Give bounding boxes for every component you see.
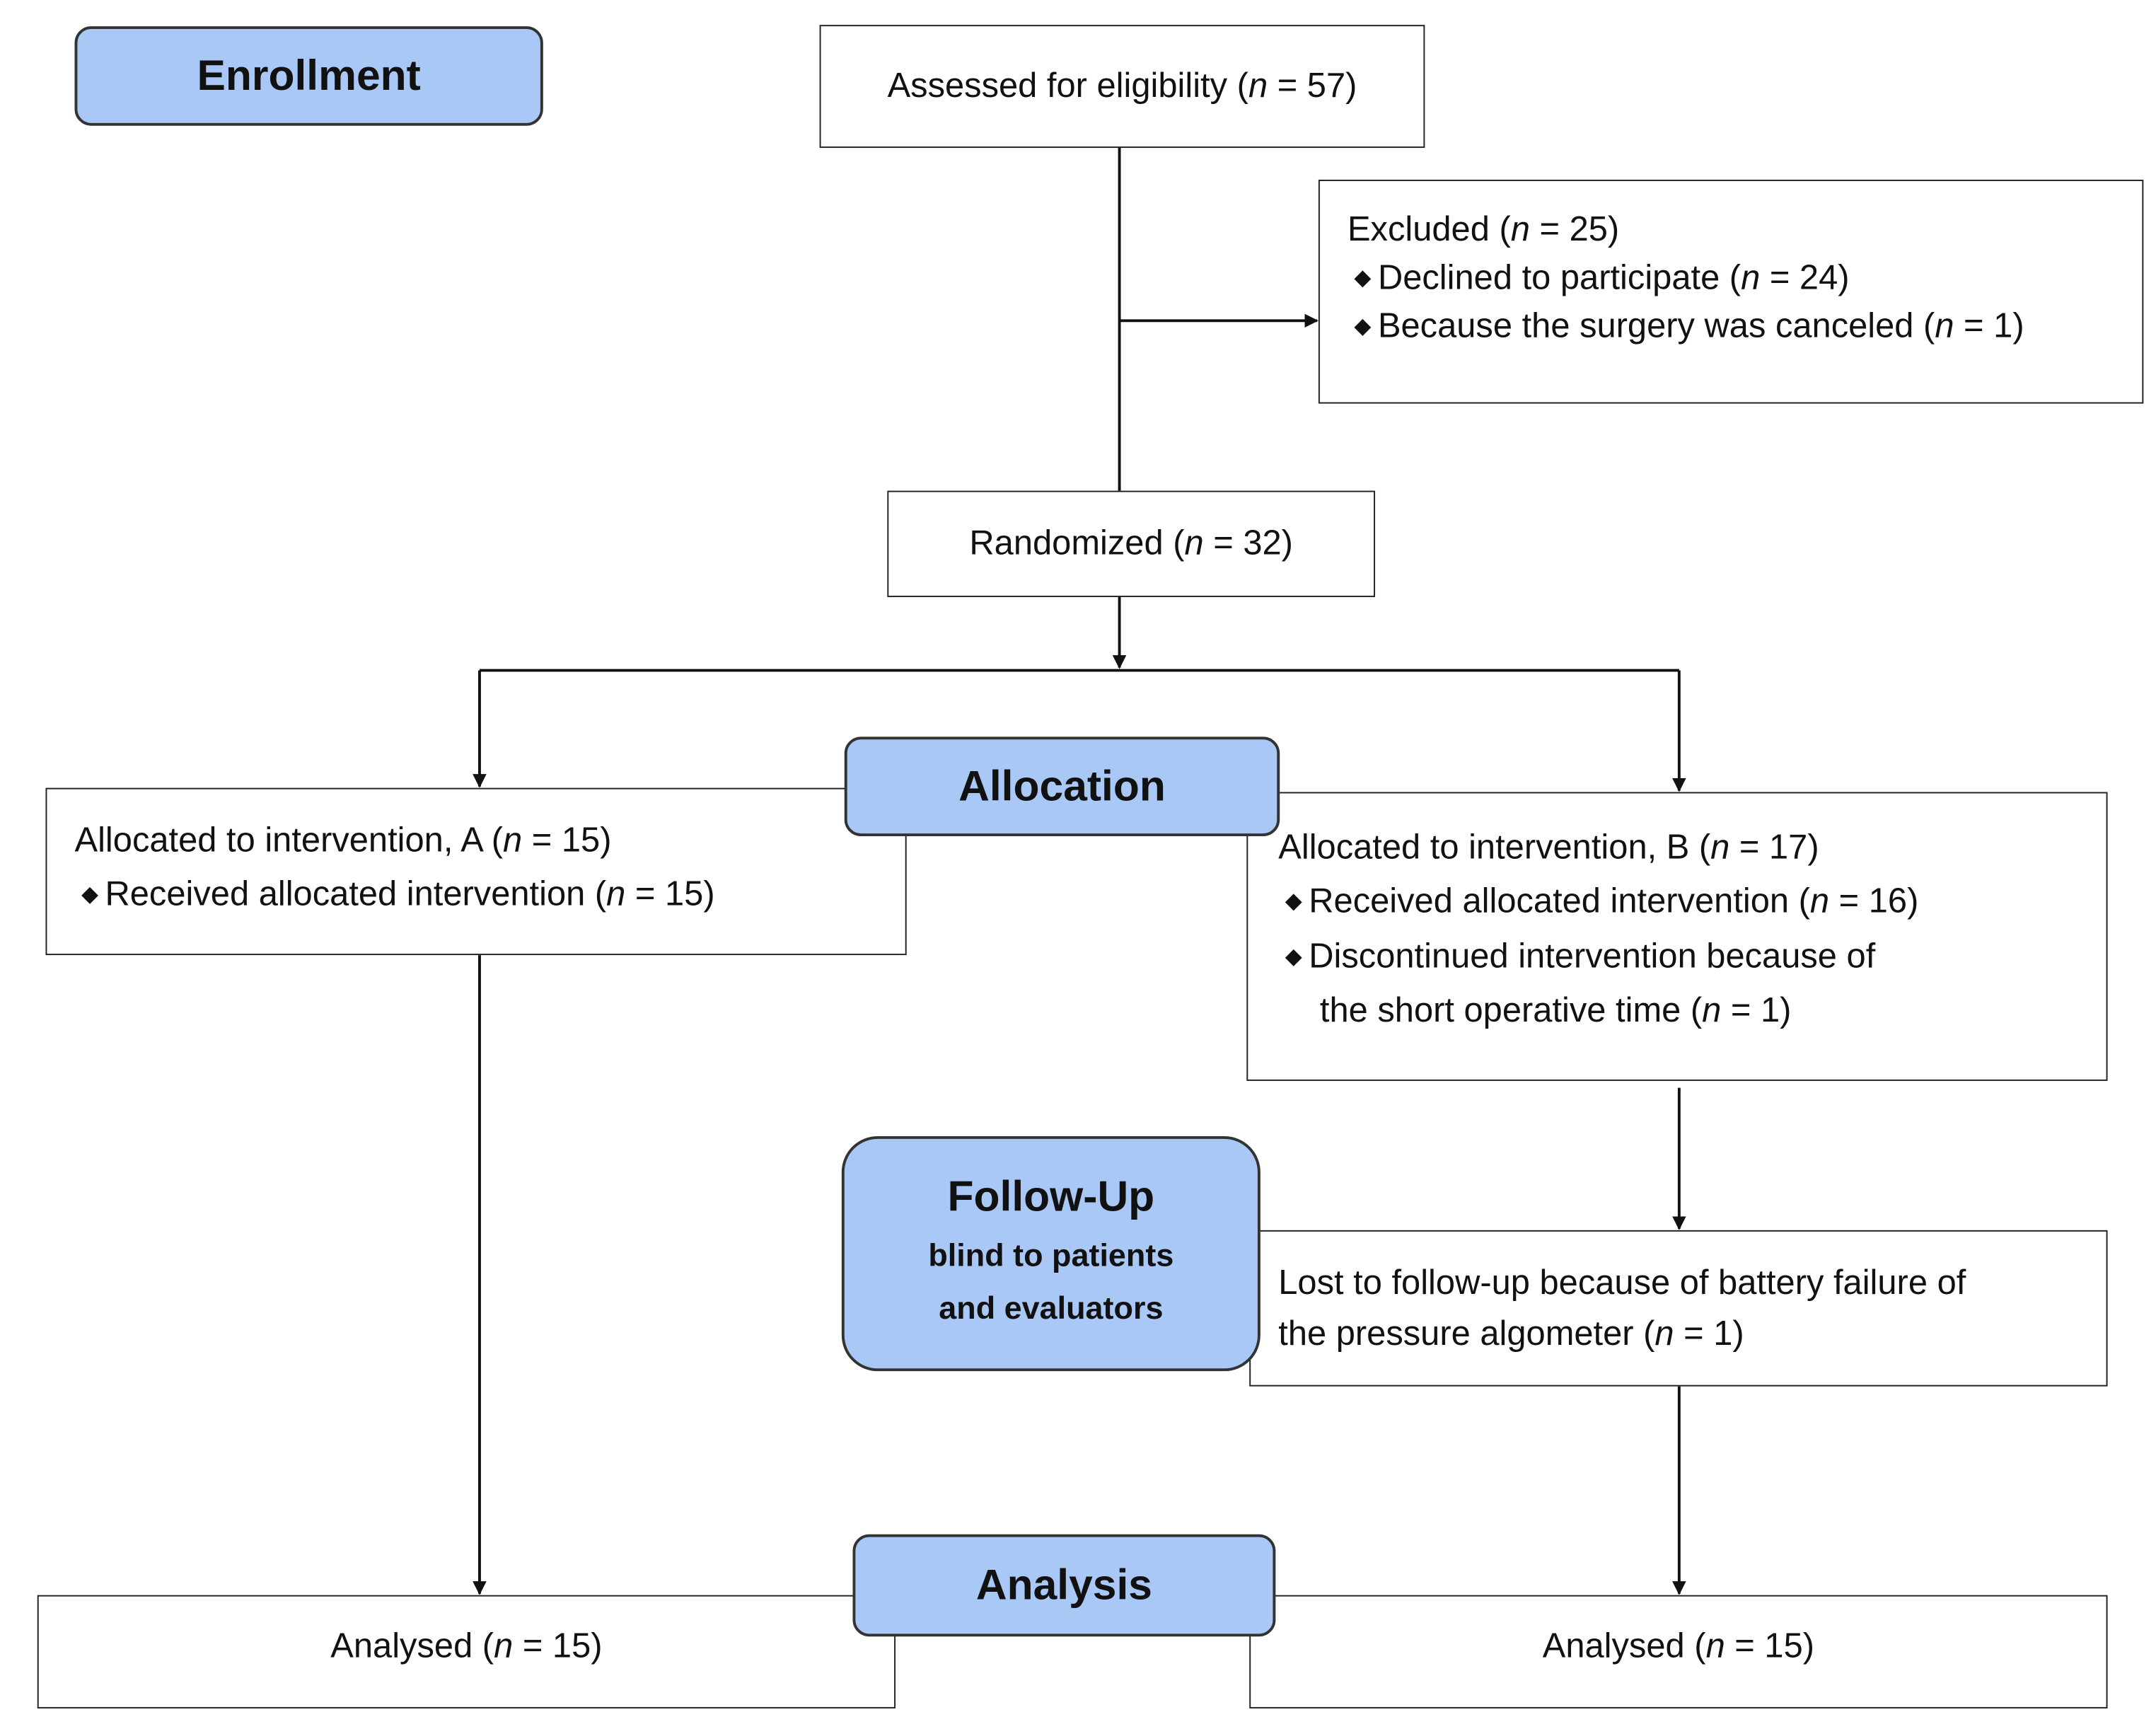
stage-follow-up-sub2: and evaluators <box>939 1289 1164 1326</box>
assessed-text: Assessed for eligibility (n = 57) <box>887 66 1357 105</box>
box-group-a: Allocated to intervention, A (n = 15) ◆R… <box>45 787 907 956</box>
randomized-text: Randomized (n = 32) <box>969 524 1293 562</box>
excluded-item: ◆Because the surgery was canceled (n = 1… <box>1348 305 2142 348</box>
box-randomized: Randomized (n = 32) <box>887 490 1376 598</box>
box-analysed-a: Analysed (n = 15) <box>37 1595 896 1709</box>
stage-follow-up-label: Follow-Up <box>947 1172 1155 1221</box>
diamond-bullet-icon: ◆ <box>1354 314 1372 338</box>
excluded-item: ◆Declined to participate (n = 24) <box>1348 258 2142 301</box>
group-b-title: Allocated to intervention, B (n = 17) <box>1278 828 1819 867</box>
diamond-bullet-icon: ◆ <box>1354 267 1372 291</box>
group-b-item: ◆Received allocated intervention (n = 16… <box>1278 881 2106 924</box>
box-assessed: Assessed for eligibility (n = 57) <box>819 25 1425 149</box>
stage-allocation-label: Allocation <box>958 761 1166 810</box>
box-lost-to-follow-up: Lost to follow-up because of battery fai… <box>1249 1230 2108 1387</box>
box-excluded: Excluded (n = 25) ◆Declined to participa… <box>1318 179 2144 404</box>
group-a-item: ◆Received allocated intervention (n = 15… <box>75 874 905 917</box>
group-a-title: Allocated to intervention, A (n = 15) <box>74 821 612 860</box>
lost-line-1: Lost to follow-up because of battery fai… <box>1278 1263 1966 1302</box>
box-analysed-b: Analysed (n = 15) <box>1249 1595 2108 1709</box>
stage-enrollment: Enrollment <box>74 26 543 126</box>
analysed-a-text: Analysed (n = 15) <box>330 1627 603 1667</box>
stage-follow-up: Follow-Up blind to patients and evaluato… <box>841 1136 1260 1372</box>
analysed-b-text: Analysed (n = 15) <box>1542 1627 1815 1667</box>
stage-enrollment-label: Enrollment <box>197 51 421 100</box>
diamond-bullet-icon: ◆ <box>1285 890 1302 914</box>
group-b-item: ◆Discontinued intervention because of <box>1278 935 2106 978</box>
group-b-item-continued: the short operative time (n = 1) <box>1319 990 1792 1030</box>
lost-line-2: the pressure algometer (n = 1) <box>1278 1314 1744 1354</box>
diamond-bullet-icon: ◆ <box>81 883 99 908</box>
stage-analysis: Analysis <box>852 1534 1276 1637</box>
stage-analysis-label: Analysis <box>975 1560 1152 1609</box>
excluded-title: Excluded (n = 25) <box>1347 209 1620 249</box>
stage-follow-up-sub1: blind to patients <box>928 1237 1174 1273</box>
box-group-b: Allocated to intervention, B (n = 17) ◆R… <box>1246 792 2108 1081</box>
stage-allocation: Allocation <box>844 736 1280 837</box>
diamond-bullet-icon: ◆ <box>1285 944 1302 969</box>
